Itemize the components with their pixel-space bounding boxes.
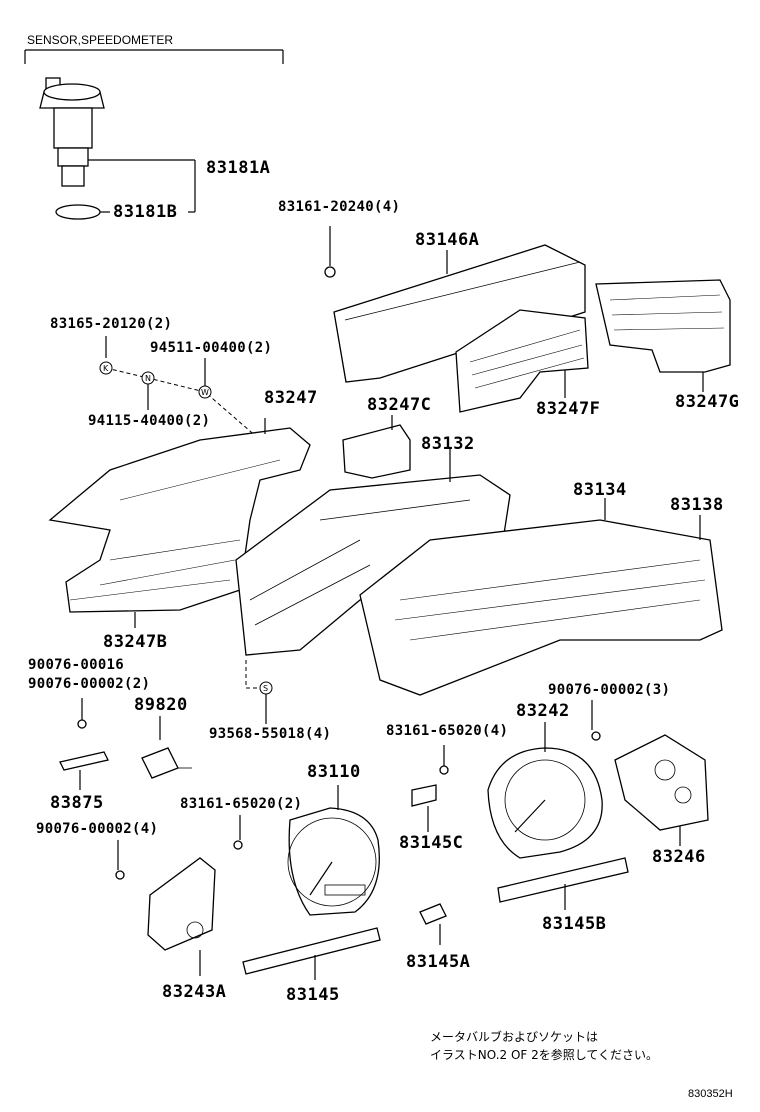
strip-83145b-drawing (497, 857, 629, 910)
part-label-83146a: 83146A (415, 230, 480, 250)
figure-code: 830352H (688, 1088, 733, 1100)
part-label-83181a: 83181A (206, 158, 271, 178)
part-label-83145a: 83145A (406, 952, 471, 972)
header-bracket (24, 49, 284, 64)
part-label-90076-00002-3: 90076-00002(3) (548, 682, 671, 698)
header-title: SENSOR,SPEEDOMETER (27, 33, 174, 47)
part-label-83138: 83138 (670, 495, 724, 515)
socket-83875-drawing (59, 751, 109, 790)
part-label-83181b: 83181B (113, 202, 178, 222)
part-label-83161-65020-4: 83161-65020(4) (386, 723, 509, 739)
speed-sensor-drawing (39, 77, 105, 220)
note-line-1: メータバルブおよびソケットは (430, 1030, 599, 1044)
marker-n: N (145, 374, 151, 383)
bulb-socket-note: メータバルブおよびソケットは イラストNO.2 OF 2を参照してください。 (430, 1028, 658, 1064)
gauge-83110-drawing (287, 785, 380, 916)
part-label-90076-00002-2: 90076-00002(2) (28, 676, 151, 692)
relay-89820-drawing (141, 716, 192, 779)
gauge-83243a-drawing (147, 857, 216, 976)
part-label-83145: 83145 (286, 985, 340, 1005)
part-label-83247b: 83247B (103, 632, 168, 652)
part-label-83247: 83247 (264, 388, 318, 408)
part-label-83165-20120: 83165-20120(2) (50, 316, 173, 332)
board-83247f-drawing (455, 309, 589, 413)
small-screws-drawing (77, 698, 601, 880)
part-label-83246: 83246 (652, 847, 706, 867)
part-label-83875: 83875 (50, 793, 104, 813)
screw-93568-drawing (245, 660, 273, 724)
part-label-83242: 83242 (516, 701, 570, 721)
marker-w: W (201, 388, 209, 397)
part-label-83161-65020-2: 83161-65020(2) (180, 796, 303, 812)
part-label-83110: 83110 (307, 762, 361, 782)
part-label-83243a: 83243A (162, 982, 227, 1002)
board-83247g-drawing (595, 279, 731, 392)
part-label-83247g: 83247G (675, 392, 740, 412)
part-label-93568-55018: 93568-55018(4) (209, 726, 332, 742)
screw-83161-20240-drawing (324, 226, 336, 278)
note-line-2: イラストNO.2 OF 2を参照してください。 (430, 1048, 659, 1062)
gauge-83246-drawing (614, 734, 709, 846)
board-83247c-drawing (342, 415, 411, 479)
gauge-83242-drawing (487, 722, 603, 859)
part-label-94511-00400: 94511-00400(2) (150, 340, 273, 356)
marker-k: K (103, 364, 109, 373)
lens-83145a-drawing (419, 903, 447, 945)
part-label-90076-00016: 90076-00016 (28, 657, 125, 673)
part-label-83247c: 83247C (367, 395, 432, 415)
part-label-83145c: 83145C (399, 833, 464, 853)
part-label-83134: 83134 (573, 480, 627, 500)
leader-83181 (88, 159, 196, 213)
circuit-board-83146a-drawing (333, 244, 586, 383)
part-label-83247f: 83247F (536, 399, 601, 419)
part-label-94115-40400: 94115-40400(2) (88, 413, 211, 429)
marker-s: S (263, 684, 268, 693)
fastener-markers (99, 336, 259, 439)
part-label-83132: 83132 (421, 434, 475, 454)
housing-83138-drawing (359, 498, 723, 696)
part-label-83145b: 83145B (542, 914, 607, 934)
board-83247-drawing (48, 418, 311, 613)
part-label-89820: 89820 (134, 695, 188, 715)
strip-83145-drawing (242, 927, 381, 980)
part-label-90076-00002-4: 90076-00002(4) (36, 821, 159, 837)
part-label-83161-20240: 83161-20240(4) (278, 199, 401, 215)
lens-83145c-drawing (411, 784, 437, 832)
